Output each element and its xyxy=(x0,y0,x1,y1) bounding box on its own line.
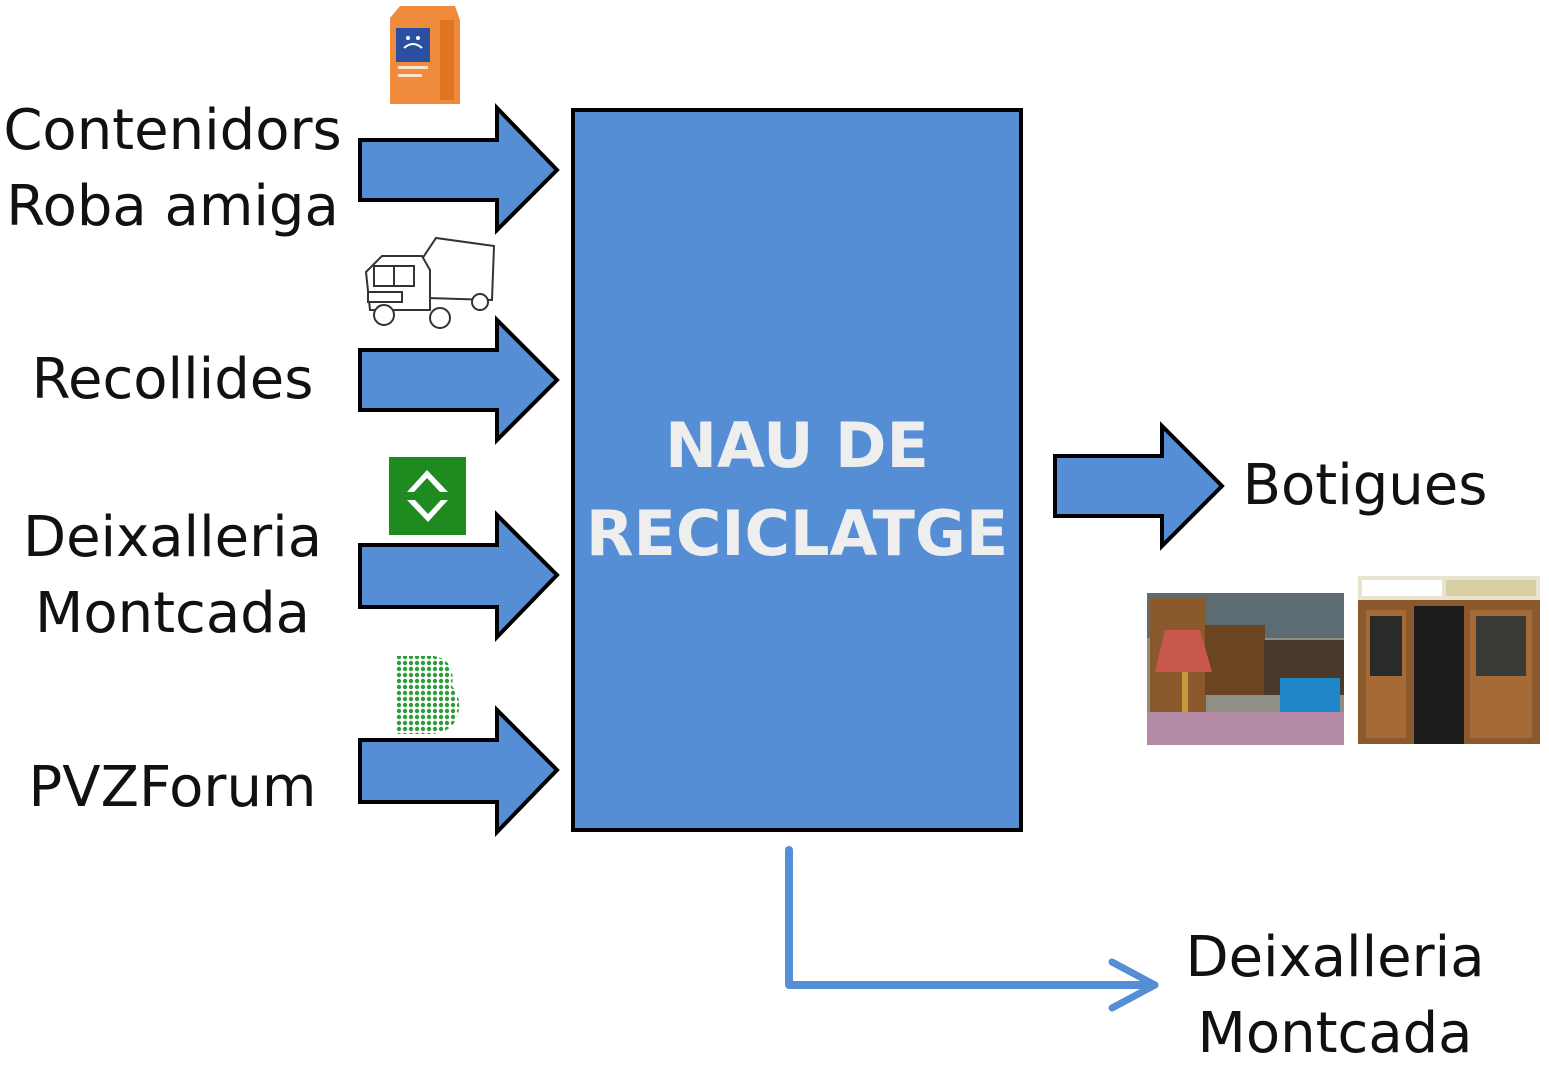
recycling-warehouse-box: NAU DE RECICLATGE xyxy=(571,108,1023,832)
connector-arrow-deixalleria xyxy=(785,846,1159,1012)
output-arrow-botigues xyxy=(1053,421,1225,551)
input-label-line: Roba amiga xyxy=(6,174,339,239)
input-arrow-recollides xyxy=(358,315,560,445)
input-label-recollides: Recollides xyxy=(0,342,345,418)
output-label-line: Deixalleria xyxy=(1185,925,1485,990)
warehouse-title-line: RECICLATGE xyxy=(585,497,1009,570)
input-label-line: Montcada xyxy=(35,581,310,646)
input-label-line: Deixalleria xyxy=(22,505,323,570)
input-label-line: Recollides xyxy=(31,347,314,412)
output-label-line: Botigues xyxy=(1242,453,1488,518)
green-b-logo-icon xyxy=(396,656,460,734)
input-label-line: Contenidors xyxy=(3,98,342,163)
input-label-contenidors: Contenidors Roba amiga xyxy=(0,93,345,245)
input-label-line: PVZForum xyxy=(28,755,317,820)
input-label-deixalleria: Deixalleria Montcada xyxy=(0,500,345,652)
recycling-point-logo-icon xyxy=(389,457,466,535)
warehouse-title: NAU DE RECICLATGE xyxy=(575,402,1019,578)
input-arrow-pvzforum xyxy=(358,705,560,837)
orange-clothing-container-icon xyxy=(390,6,460,104)
clothing-store-front-photo xyxy=(1358,576,1540,744)
input-label-pvzforum: PVZForum xyxy=(0,750,345,826)
delivery-truck-icon xyxy=(364,236,496,329)
input-arrow-deixalleria xyxy=(358,510,560,642)
input-arrow-contenidors xyxy=(358,103,560,235)
furniture-store-photo xyxy=(1147,593,1344,745)
output-label-botigues: Botigues xyxy=(1240,448,1490,524)
warehouse-title-line: NAU DE xyxy=(665,409,929,482)
